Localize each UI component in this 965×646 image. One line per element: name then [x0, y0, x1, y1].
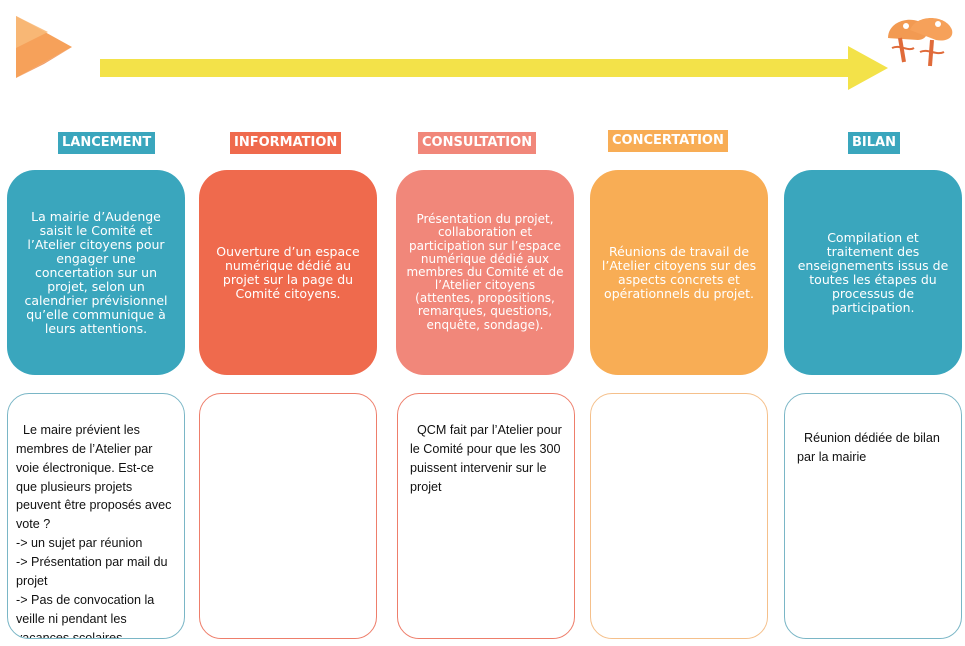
- stage-description: Présentation du projet, collaboration et…: [406, 212, 564, 332]
- stage-box-lancement: La mairie d’Audenge saisit le Comité et …: [7, 170, 185, 375]
- stage-description: Ouverture d’un espace numérique dédié au…: [216, 243, 360, 301]
- stage-description: La mairie d’Audenge saisit le Comité et …: [24, 208, 168, 336]
- note-text: QCM fait par l’Atelier pour le Comité po…: [410, 422, 566, 494]
- stage-box-consultation: Présentation du projet, collaboration et…: [396, 170, 574, 375]
- stage-description: Réunions de travail de l’Atelier citoyen…: [601, 243, 757, 301]
- stage-title-consultation: CONSULTATION: [418, 132, 537, 154]
- note-text: Le maire prévient les membres de l’Ateli…: [16, 422, 172, 639]
- timeline-arrow-icon: [100, 46, 888, 90]
- stage-title-bilan: BILAN: [848, 132, 900, 154]
- note-box-lancement: Le maire prévient les membres de l’Ateli…: [7, 393, 185, 639]
- stage-title-lancement: LANCEMENT: [58, 132, 156, 154]
- stage-box-concertation: Réunions de travail de l’Atelier citoyen…: [590, 170, 768, 375]
- mushroom-illustration-icon: [888, 18, 953, 67]
- note-box-concertation: [590, 393, 768, 639]
- stage-title-concertation: CONCERTATION: [608, 130, 728, 152]
- play-triangle-icon: [16, 16, 72, 78]
- stage-box-information: Ouverture d’un espace numérique dédié au…: [199, 170, 377, 375]
- stage-description: Compilation et traitement des enseigneme…: [797, 229, 949, 315]
- note-box-consultation: QCM fait par l’Atelier pour le Comité po…: [397, 393, 575, 639]
- stage-box-bilan: Compilation et traitement des enseigneme…: [784, 170, 962, 375]
- note-text: Réunion dédiée de bilan par la mairie: [797, 430, 944, 464]
- note-box-information: [199, 393, 377, 639]
- stage-title-information: INFORMATION: [230, 132, 342, 154]
- note-box-bilan: Réunion dédiée de bilan par la mairie: [784, 393, 962, 639]
